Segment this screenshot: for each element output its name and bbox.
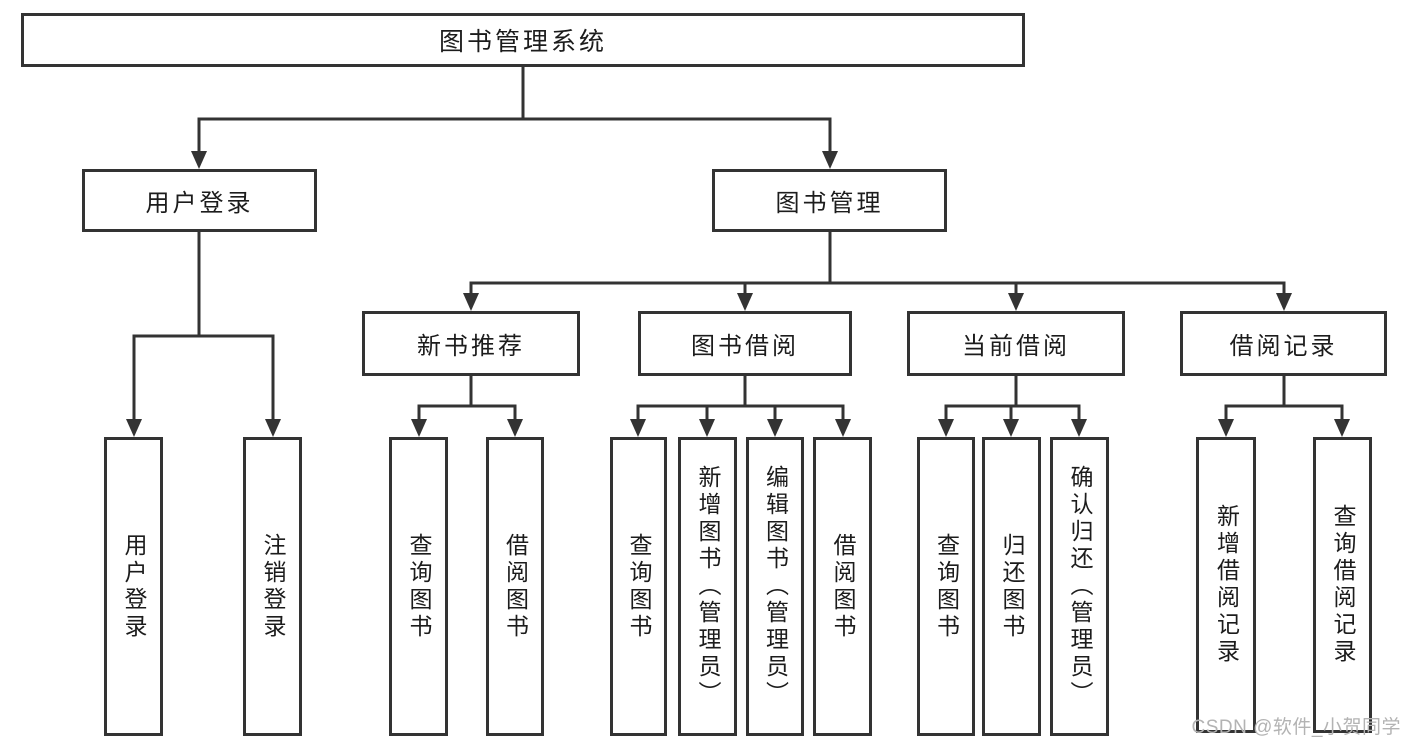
node-borrow-records: 借阅记录	[1180, 311, 1387, 376]
arrow-icon	[191, 151, 207, 169]
node-book-borrow-label: 图书借阅	[691, 333, 799, 360]
arrow-icon	[938, 419, 954, 437]
node-book-borrow: 图书借阅	[638, 311, 852, 376]
leaf-query-books-1: 查询图书	[389, 437, 448, 736]
watermark: CSDN @软件_小贺同学	[1191, 717, 1401, 738]
node-borrow-records-label: 借阅记录	[1229, 333, 1338, 360]
leaf-borrow-books-2: 借阅图书	[813, 437, 872, 736]
leaf-confirm-return-admin-label: 确认归还（管理员）	[1067, 465, 1093, 708]
arrow-icon	[822, 151, 838, 169]
leaf-query-borrow-record: 查询借阅记录	[1313, 437, 1372, 733]
leaf-query-books-3-label: 查询图书	[933, 532, 960, 641]
arrow-icon	[265, 419, 281, 437]
arrow-icon	[630, 419, 646, 437]
leaf-return-books: 归还图书	[982, 437, 1041, 736]
leaf-add-books-admin-label: 新增图书（管理员）	[695, 465, 721, 708]
leaf-edit-books-admin-label: 编辑图书（管理员）	[762, 465, 789, 708]
leaf-borrow-books-1-label: 借阅图书	[502, 532, 529, 641]
node-user-login: 用户登录	[82, 169, 317, 232]
arrow-icon	[411, 419, 427, 437]
arrow-icon	[835, 419, 851, 437]
arrow-icon	[767, 419, 783, 437]
arrow-icon	[126, 419, 142, 437]
leaf-return-books-label: 归还图书	[999, 532, 1025, 641]
leaf-add-books-admin: 新增图书（管理员）	[678, 437, 737, 736]
node-book-management-label: 图书管理	[775, 190, 884, 217]
arrow-icon	[699, 419, 715, 437]
node-book-management: 图书管理	[712, 169, 947, 232]
leaf-query-books-2-label: 查询图书	[626, 532, 652, 641]
leaf-query-borrow-record-label: 查询借阅记录	[1330, 504, 1356, 666]
node-current-borrow: 当前借阅	[907, 311, 1125, 376]
arrow-icon	[1334, 419, 1350, 437]
node-new-book-recommend: 新书推荐	[362, 311, 580, 376]
node-root-label: 图书管理系统	[438, 28, 607, 56]
node-new-book-recommend-label: 新书推荐	[417, 333, 525, 360]
node-user-login-label: 用户登录	[145, 190, 254, 217]
arrow-icon	[463, 293, 479, 311]
leaf-user-login-label: 用户登录	[121, 532, 147, 641]
arrow-icon	[1276, 293, 1292, 311]
leaf-confirm-return-admin: 确认归还（管理员）	[1050, 437, 1109, 736]
node-root: 图书管理系统	[21, 13, 1025, 67]
leaf-logout: 注销登录	[243, 437, 302, 736]
node-current-borrow-label: 当前借阅	[962, 333, 1070, 360]
leaf-borrow-books-2-label: 借阅图书	[830, 532, 856, 641]
arrow-icon	[1071, 419, 1087, 437]
leaf-add-borrow-record: 新增借阅记录	[1196, 437, 1256, 733]
arrow-icon	[507, 419, 523, 437]
arrow-icon	[1008, 293, 1024, 311]
leaf-edit-books-admin: 编辑图书（管理员）	[746, 437, 804, 736]
leaf-borrow-books-1: 借阅图书	[486, 437, 544, 736]
leaf-add-borrow-record-label: 新增借阅记录	[1213, 504, 1240, 666]
leaf-query-books-2: 查询图书	[610, 437, 667, 736]
leaf-query-books-3: 查询图书	[917, 437, 975, 736]
arrow-icon	[1003, 419, 1019, 437]
arrow-icon	[737, 293, 753, 311]
leaf-logout-label: 注销登录	[260, 532, 286, 641]
leaf-user-login: 用户登录	[104, 437, 163, 736]
leaf-query-books-1-label: 查询图书	[406, 532, 432, 641]
arrow-icon	[1218, 419, 1234, 437]
